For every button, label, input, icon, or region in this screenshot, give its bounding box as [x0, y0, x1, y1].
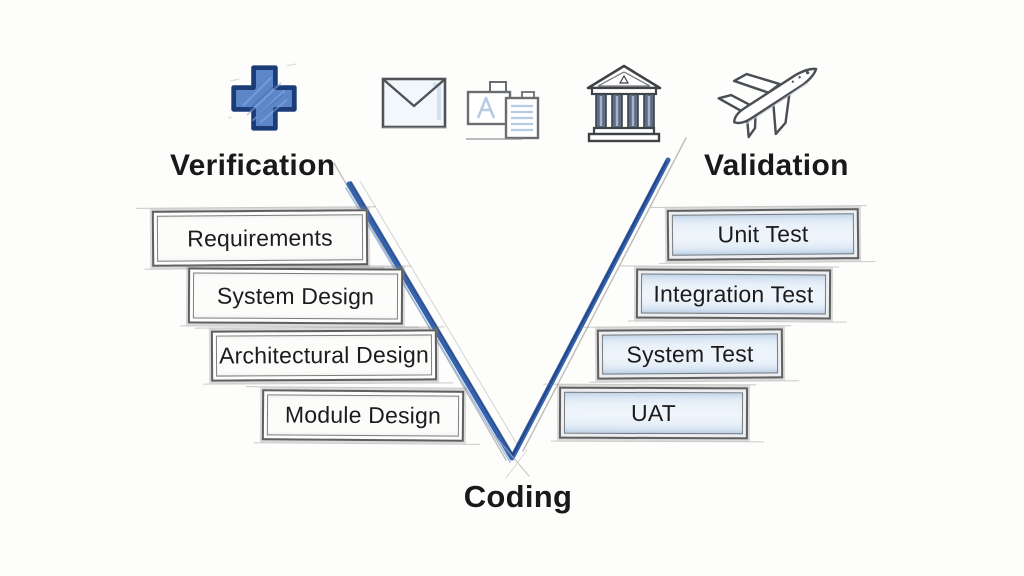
stage-box-label: System Test	[626, 340, 754, 367]
validation-title: Validation	[704, 149, 849, 182]
envelope-icon	[381, 76, 447, 130]
stage-box-label: UAT	[631, 399, 677, 426]
stage-box-unit-test: Unit Test	[666, 208, 860, 261]
stage-box-label: Architectural Design	[219, 341, 429, 369]
stage-box-label: Integration Test	[653, 280, 814, 307]
coding-label: Coding	[463, 479, 573, 514]
stage-box-label: Module Design	[284, 401, 442, 429]
documents-icon	[464, 80, 544, 142]
stage-box-system-test: System Test	[596, 328, 784, 380]
verification-title: Verification	[170, 149, 336, 182]
stage-box-label: Unit Test	[717, 220, 809, 248]
stage-box-architectural-design: Architectural Design	[210, 329, 438, 382]
bank-icon	[586, 64, 662, 144]
stage-box-requirements: Requirements	[151, 209, 369, 267]
plus-cross-icon	[228, 62, 300, 134]
stage-box-label: System Design	[216, 282, 375, 309]
stage-box-module-design: Module Design	[261, 389, 465, 442]
stage-box-system-design: System Design	[187, 267, 404, 325]
stage-box-integration-test: Integration Test	[635, 268, 832, 320]
stage-box-label: Requirements	[187, 223, 333, 252]
airplane-icon	[716, 48, 836, 142]
stage-box-uat: UAT	[558, 386, 749, 440]
